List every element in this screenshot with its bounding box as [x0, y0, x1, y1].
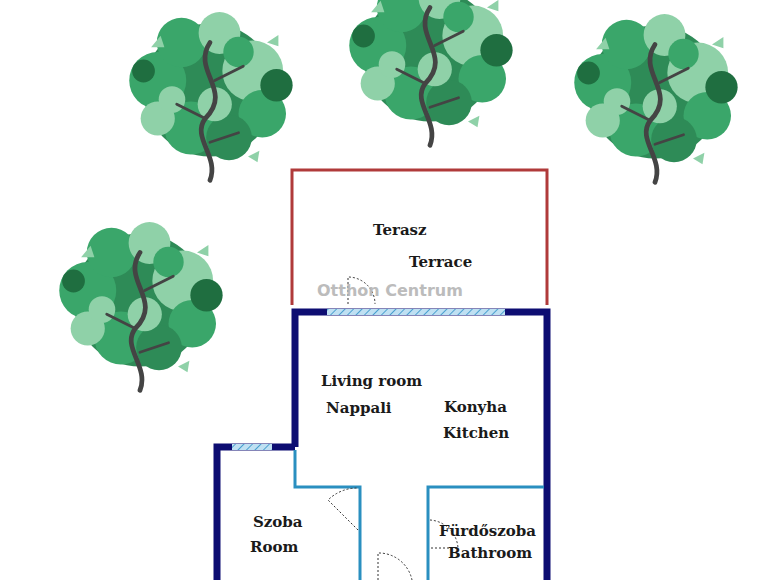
- room-label: Bathroom: [448, 544, 532, 562]
- room-label: Room: [250, 538, 298, 556]
- room-label: Nappali: [326, 399, 392, 417]
- room-label: Terrace: [409, 253, 472, 271]
- watermark: Otthon Centrum: [317, 281, 463, 300]
- room-label: Konyha: [444, 398, 507, 416]
- room-label: Living room: [321, 372, 422, 390]
- room-area: SzobaRoom: [220, 490, 357, 580]
- room-label: Terasz: [373, 221, 427, 239]
- room-label: Fürdőszoba: [439, 522, 536, 540]
- room-label: Szoba: [253, 513, 303, 531]
- living-kitchen-room: Living roomNappali KonyhaKitchen: [298, 315, 544, 485]
- bathroom-area: FürdőszobaBathroom: [431, 490, 544, 580]
- room-label: Kitchen: [443, 424, 509, 442]
